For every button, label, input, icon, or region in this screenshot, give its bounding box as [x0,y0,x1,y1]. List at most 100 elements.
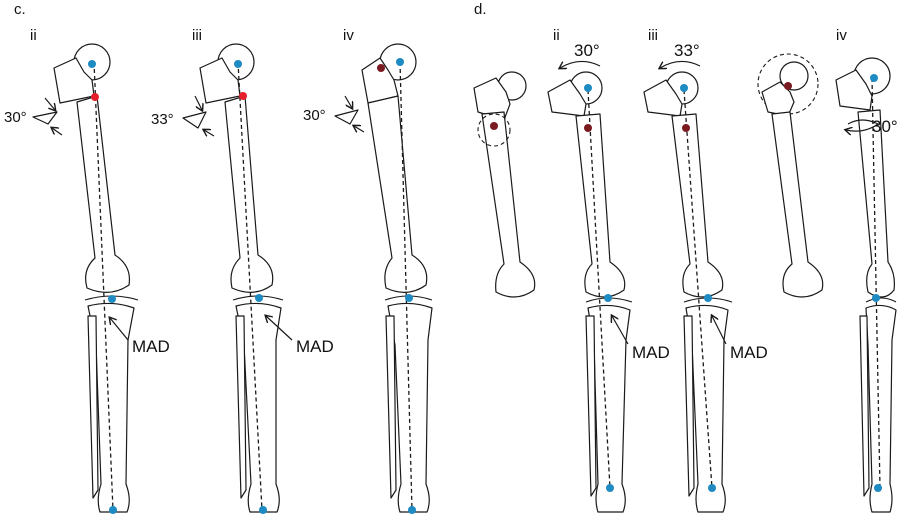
proximal-femur [53,57,95,104]
proximal-femur [547,79,587,117]
wedge-arrow-top [194,95,202,110]
wedge-arrow-bottom [52,128,63,136]
proximal-femur [761,81,795,117]
hip-center-dot [584,84,592,92]
fibula [585,315,597,497]
wedge-arrow-bottom [204,130,215,136]
panel-d-numeral-ii: ii [553,27,560,44]
knee-center-dot [704,294,712,302]
wedge-arrow-bottom [354,126,365,132]
rotation-arrow [846,119,880,131]
mad-label: MAD [730,343,768,362]
rotation-center-dot [682,124,690,132]
rotation-center-dot [584,124,592,132]
rotation-angle-label: 30° [872,117,898,136]
mad-arrow [612,316,629,345]
rotation-angle-label: 30° [574,41,600,60]
ankle-center-dot [708,484,716,492]
ankle-center-dot [408,506,416,514]
hip-center-dot [680,84,688,92]
femur-shaft [857,109,895,298]
rotation-center-dot [490,122,498,130]
panel-c-numeral-iv: iv [343,27,354,44]
panel-d-leg-iii [643,71,733,513]
panel-d-femur-iv-pre [757,53,824,298]
rotation-center-circle [757,53,819,115]
osteotomy-wedge [32,111,58,125]
rotation-angle-label: 33° [674,41,700,60]
panel-c-leg-iii [182,43,284,513]
tibia [235,302,282,513]
panel-d-numeral-iv: iv [836,27,847,44]
ankle-center-dot [874,484,882,492]
hip-center-dot [870,74,878,82]
mechanical-axis-line [587,89,611,489]
hip-center-dot [234,60,242,68]
wedge-arrow-top [344,95,352,108]
mechanical-axis-line [683,89,713,489]
hip-center-dot [396,58,404,66]
ankle-center-dot [606,484,614,492]
fibula [385,315,397,499]
proximal-femur [199,57,241,104]
panel-d-letter: d. [474,1,487,18]
knee-joint-line [865,297,897,303]
mad-arrow [712,316,727,345]
mad-label: MAD [296,337,334,356]
knee-center-dot [405,294,413,302]
correction-angle-label: 30° [303,107,326,124]
panel-d-femur-i [473,71,536,298]
hip-center-dot [88,60,96,68]
panel-c-numeral-iii: iii [192,27,202,44]
panel-d-numeral-iii: iii [648,27,658,44]
knee-center-dot [604,294,612,302]
correction-angle-label: 33° [151,111,174,128]
femur-shaft [575,113,626,298]
mechanical-axis-line [93,61,114,511]
osteotomy-wedge [182,111,207,129]
femur-shaft [671,113,724,298]
fibula [235,315,247,499]
rotation-arrow [560,60,601,68]
rotation-arrow [660,60,701,68]
knee-center-dot [872,294,880,302]
femur-shaft [224,95,274,293]
ankle-center-dot [259,506,267,514]
correction-angle-label: 30° [4,109,27,126]
tibia [587,304,631,513]
mad-label: MAD [132,337,170,356]
femur-shaft [367,95,428,293]
tibia [87,302,135,513]
tibia [865,304,897,513]
tibia [685,304,729,513]
ankle-center-dot [109,506,117,514]
osteotomy-wedge [334,109,359,125]
panel-c-leg-iv [334,43,433,513]
femur-shaft [771,111,824,298]
rotation-center-circle [477,113,511,147]
panel-d-leg-iv [835,57,897,513]
rotation-center-dot [784,82,792,90]
proximal-femur [643,79,683,117]
osteotomy-pivot-dot [91,93,99,101]
fibula [683,315,695,497]
tibia [387,302,433,513]
fibula [87,315,99,499]
panel-c-numeral-ii: ii [30,27,37,44]
mad-label: MAD [632,343,670,362]
femur-shaft [481,111,536,298]
fibula [859,315,870,497]
osteotomy-pivot-dot [377,64,385,72]
wedge-arrow-top [44,97,55,110]
mechanical-axis-line [399,61,413,511]
panel-c-letter: c. [14,1,26,18]
panel-c-leg-ii [32,43,139,513]
mechanical-axis-line [871,77,881,489]
osteotomy-pivot-dot [239,92,247,100]
mad-arrow [110,318,129,341]
proximal-femur [473,77,511,121]
panel-d-leg-ii [547,71,633,513]
mad-arrow [266,316,293,341]
mechanical-axis-line [237,61,263,511]
